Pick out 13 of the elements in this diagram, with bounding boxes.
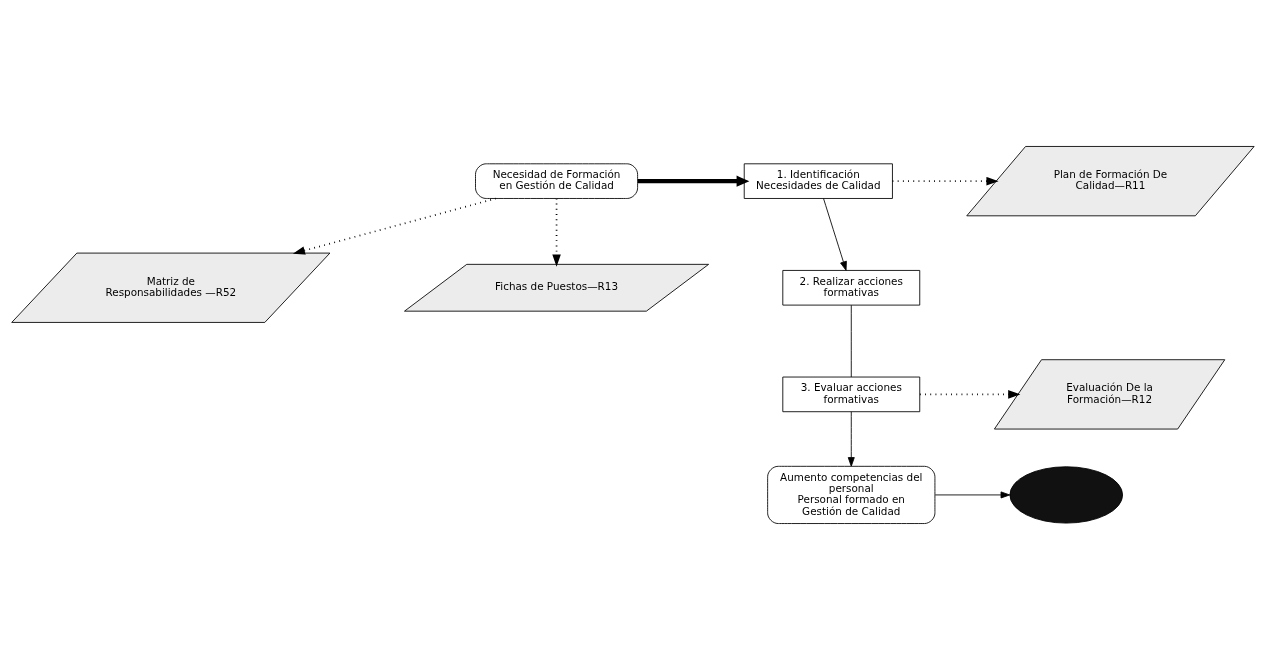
arrow [934,490,1011,498]
connector [850,304,852,377]
node-box: Necesidad de Formación en Gestión de Calidad [475,162,639,199]
node-box: 3. Evaluar acciones formativas [782,376,921,412]
arrow [823,197,847,271]
arrow [919,389,1021,399]
node-ellipse [1009,465,1124,524]
node-box: 1. Identificación Necesidades de Calidad [743,162,893,199]
arrow [637,175,750,187]
arrow [292,197,497,255]
arrow [847,410,855,467]
node-box: Aumento competencias del personal Personal formado en Gestión de Calidad [767,465,936,524]
node-box: 2. Realizar acciones formativas [782,269,921,306]
